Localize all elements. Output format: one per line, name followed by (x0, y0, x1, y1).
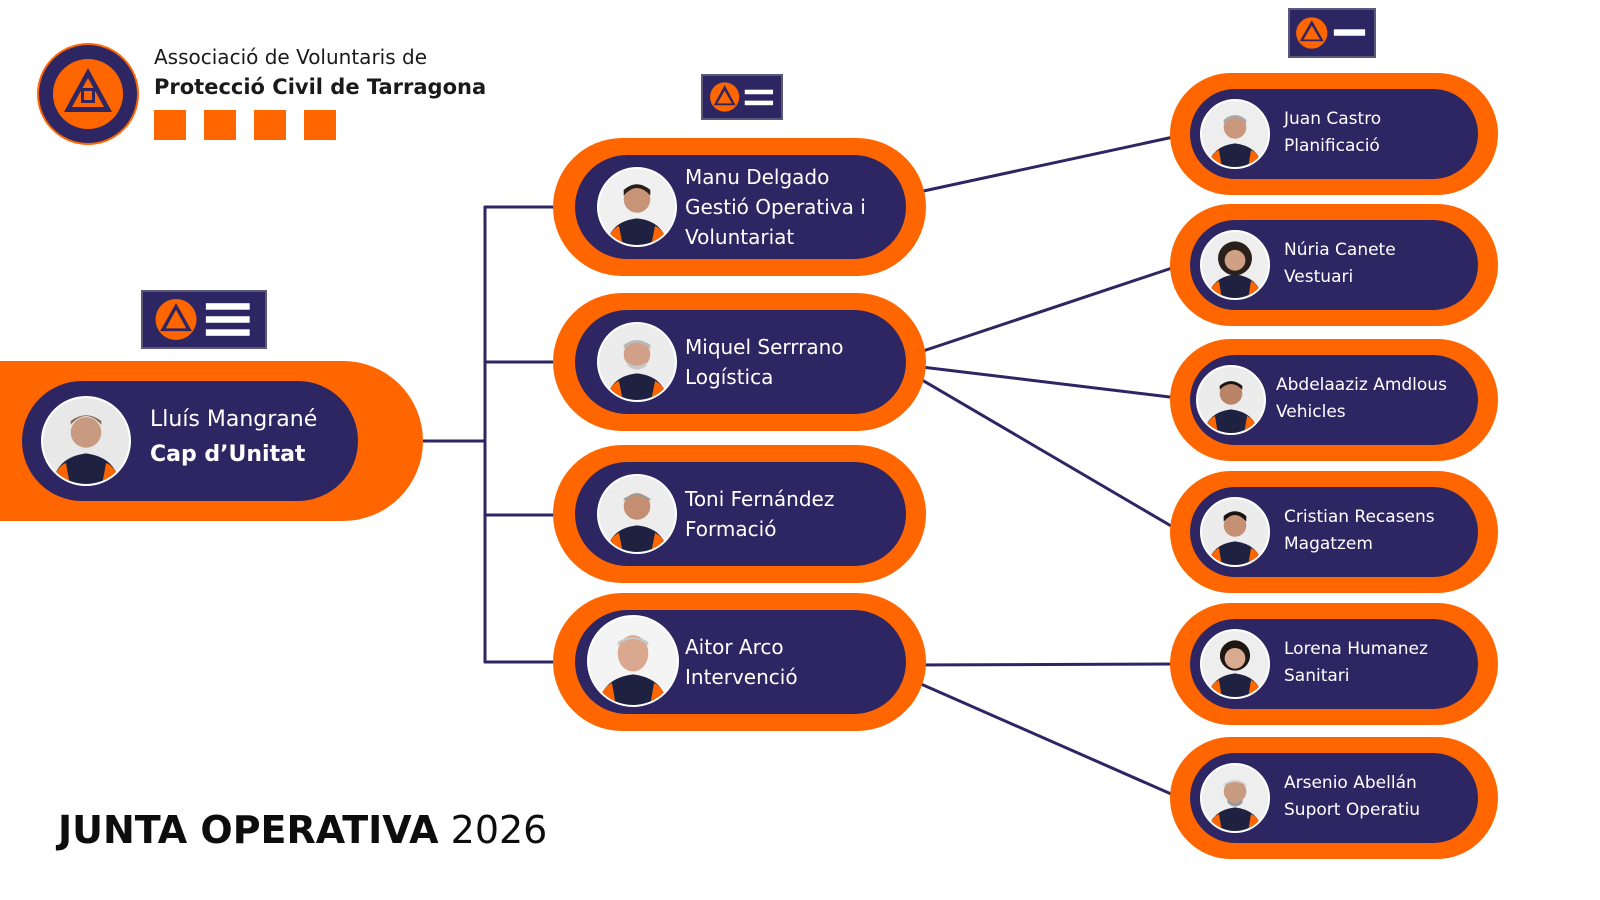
page-title: JUNTA OPERATIVA 2026 (58, 808, 547, 852)
avatar-member (1200, 763, 1270, 833)
decorative-squares (154, 110, 336, 140)
organization-name-line1: Associació de Voluntaris de (154, 45, 427, 69)
coordinator-name: Miquel Serrrano (685, 335, 844, 359)
coordinator-card: Aitor Arco Intervenció (575, 610, 906, 714)
root-person-role: Cap d’Unitat (150, 442, 306, 467)
member-role: Vehicles (1276, 402, 1346, 422)
avatar-member (1200, 629, 1270, 699)
coordinator-role: Formació (685, 517, 777, 541)
connector-coord4-to-member5 (903, 662, 1180, 667)
rank-badge-three-bars (141, 290, 267, 349)
decorative-square (204, 110, 236, 140)
coordinator-node: Toni Fernández Formació (553, 445, 926, 583)
connector-coord2-to-member2 (903, 264, 1180, 359)
decorative-square (254, 110, 286, 140)
member-name: Juan Castro (1284, 109, 1382, 129)
member-card: Arsenio Abellán Suport Operatiu (1190, 753, 1478, 843)
organization-seal-logo (36, 42, 140, 146)
member-node: Cristian Recasens Magatzem (1170, 471, 1498, 593)
connector-coord2-to-member3 (903, 363, 1180, 400)
member-text: Arsenio Abellán Suport Operatiu (1284, 770, 1420, 824)
rank-badge-one-bar (1288, 8, 1376, 58)
page-title-year: 2026 (450, 808, 548, 852)
member-node: Abdelaaziz Amdlous Vehicles (1170, 339, 1498, 461)
coordinator-text: Manu Delgado Gestió Operativa i Voluntar… (685, 162, 866, 252)
coordinator-role-line2: Voluntariat (685, 225, 795, 249)
member-name: Arsenio Abellán (1284, 773, 1417, 793)
connector-coord2-to-member4 (903, 368, 1180, 532)
coordinator-node: Manu Delgado Gestió Operativa i Voluntar… (553, 138, 926, 276)
avatar-root (41, 396, 131, 486)
coordinator-node: Aitor Arco Intervenció (553, 593, 926, 731)
member-name: Cristian Recasens (1284, 507, 1435, 527)
coordinator-role-line1: Gestió Operativa i (685, 195, 866, 219)
avatar-member (1200, 99, 1270, 169)
coordinator-role: Intervenció (685, 665, 798, 689)
member-text: Núria Canete Vestuari (1284, 237, 1396, 291)
member-node: Núria Canete Vestuari (1170, 204, 1498, 326)
avatar-member (1196, 365, 1266, 435)
avatar-coordinator (597, 474, 677, 554)
avatar-member (1200, 497, 1270, 567)
page-title-main: JUNTA OPERATIVA (58, 808, 439, 852)
member-text: Juan Castro Planificació (1284, 106, 1381, 160)
member-node: Juan Castro Planificació (1170, 73, 1498, 195)
organization-name-line2: Protecció Civil de Tarragona (154, 75, 487, 99)
organization-name: Associació de Voluntaris de Protecció Ci… (154, 42, 486, 102)
root-node-cap-unitat: Lluís Mangrané Cap d’Unitat (0, 361, 423, 521)
member-role: Suport Operatiu (1284, 800, 1421, 820)
coordinator-text: Miquel Serrrano Logística (685, 332, 844, 392)
member-text: Abdelaaziz Amdlous Vehicles (1276, 372, 1447, 426)
root-node-card: Lluís Mangrané Cap d’Unitat (22, 381, 358, 501)
root-person-name: Lluís Mangrané (150, 407, 318, 432)
avatar-coordinator (597, 167, 677, 247)
member-node: Lorena Humanez Sanitari (1170, 603, 1498, 725)
rank-badge-two-bars (701, 74, 783, 120)
connector-coord1-to-member1 (903, 134, 1180, 197)
member-role: Magatzem (1284, 534, 1373, 554)
decorative-square (154, 110, 186, 140)
member-card: Lorena Humanez Sanitari (1190, 619, 1478, 709)
coordinator-card: Miquel Serrrano Logística (575, 310, 906, 414)
member-card: Núria Canete Vestuari (1190, 220, 1478, 310)
coordinator-card: Toni Fernández Formació (575, 462, 906, 566)
coordinator-name: Manu Delgado (685, 165, 830, 189)
member-role: Vestuari (1284, 267, 1354, 287)
member-role: Planificació (1284, 136, 1380, 156)
root-node-text: Lluís Mangrané Cap d’Unitat (150, 403, 317, 473)
member-card: Juan Castro Planificació (1190, 89, 1478, 179)
coordinator-name: Toni Fernández (685, 487, 835, 511)
connector-coord4-to-member6 (903, 675, 1180, 799)
coordinator-node: Miquel Serrrano Logística (553, 293, 926, 431)
member-card: Abdelaaziz Amdlous Vehicles (1190, 355, 1478, 445)
member-name: Abdelaaziz Amdlous (1276, 375, 1447, 395)
coordinator-card: Manu Delgado Gestió Operativa i Voluntar… (575, 155, 906, 259)
coordinator-name: Aitor Arco (685, 635, 784, 659)
avatar-member (1200, 230, 1270, 300)
member-card: Cristian Recasens Magatzem (1190, 487, 1478, 577)
member-text: Lorena Humanez Sanitari (1284, 636, 1428, 690)
member-role: Sanitari (1284, 666, 1350, 686)
member-name: Lorena Humanez (1284, 639, 1428, 659)
member-name: Núria Canete (1284, 240, 1396, 260)
member-text: Cristian Recasens Magatzem (1284, 504, 1435, 558)
coordinator-text: Aitor Arco Intervenció (685, 632, 798, 692)
coordinator-role: Logística (685, 365, 774, 389)
member-node: Arsenio Abellán Suport Operatiu (1170, 737, 1498, 859)
decorative-square (304, 110, 336, 140)
coordinator-text: Toni Fernández Formació (685, 484, 834, 544)
avatar-coordinator (587, 615, 679, 707)
avatar-coordinator (597, 322, 677, 402)
